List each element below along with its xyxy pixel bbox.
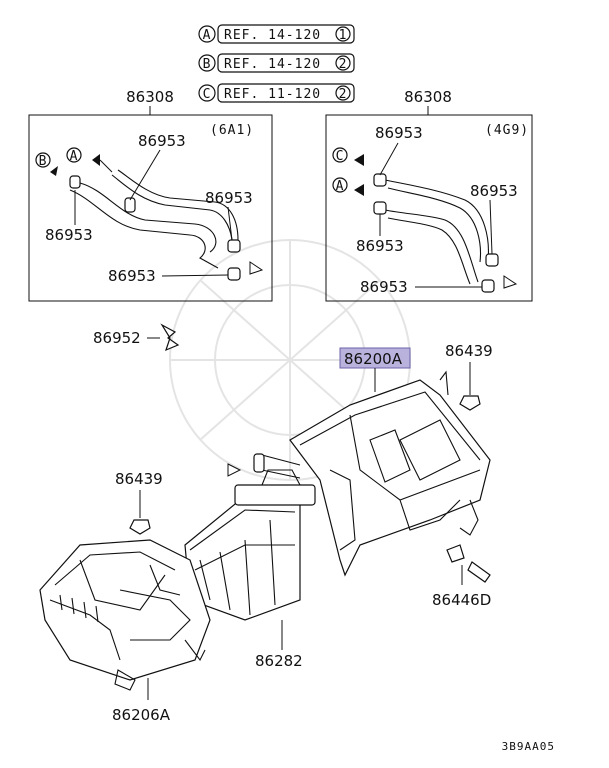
right-marker-a: [332, 177, 348, 193]
part-86439-top: 86439: [445, 342, 493, 411]
part-86282: 86282: [184, 469, 316, 670]
right-box-engine: (4G9): [485, 123, 529, 138]
diagram-code: 3B9AA05: [502, 740, 555, 753]
ref-line-a: A REF. 14-120 1: [198, 24, 355, 44]
ref-b-num: 2: [339, 57, 348, 72]
left-marker-a: [66, 147, 82, 163]
svg-text:A: A: [336, 179, 345, 194]
svg-text:86206A: 86206A: [112, 706, 171, 724]
svg-text:86446D: 86446D: [432, 591, 491, 609]
part-86206A: 86206A: [39, 539, 211, 724]
right-marker-c: [332, 147, 348, 163]
part-86200A: 86200A: [227, 347, 491, 577]
svg-text:86439: 86439: [115, 470, 163, 488]
svg-text:86952: 86952: [93, 329, 141, 347]
left-box-title: 86308: [126, 88, 174, 106]
part-86439-left: 86439: [115, 470, 163, 535]
svg-text:86439: 86439: [445, 342, 493, 360]
ref-b-letter: B: [203, 57, 212, 72]
left-marker-b: [35, 152, 51, 168]
ref-a-num: 1: [339, 28, 348, 43]
right-label-4: 86953: [360, 278, 408, 296]
ref-c-letter: C: [203, 87, 212, 102]
svg-text:C: C: [336, 149, 345, 164]
svg-text:A: A: [70, 149, 79, 164]
ref-b-text: REF. 14-120: [224, 57, 321, 72]
left-box-engine: (6A1): [210, 123, 254, 138]
right-label-3: 86953: [356, 237, 404, 255]
ref-a-letter: A: [203, 28, 212, 43]
ref-c-num: 2: [339, 87, 348, 102]
left-label-3: 86953: [45, 226, 93, 244]
ref-a-text: REF. 14-120: [224, 28, 321, 43]
left-label-1: 86953: [138, 132, 186, 150]
part-86446D: 86446D: [432, 544, 491, 609]
part-86952: 86952: [93, 323, 180, 352]
label-86200A: 86200A: [344, 350, 403, 368]
svg-text:B: B: [39, 154, 48, 169]
left-label-2: 86953: [205, 189, 253, 207]
right-label-2: 86953: [470, 182, 518, 200]
left-clamps: [69, 175, 241, 281]
ref-line-c: C REF. 11-120 2: [198, 83, 355, 103]
ref-line-b: B REF. 14-120 2: [198, 53, 355, 73]
right-hose-box: 86308 (4G9) C A 86953 86953 86953 86953: [325, 88, 533, 302]
svg-text:86282: 86282: [255, 652, 303, 670]
left-label-4: 86953: [108, 267, 156, 285]
right-label-1: 86953: [375, 124, 423, 142]
left-hose-box: 86308 (6A1) B A 86953 86953 86953 86953: [28, 88, 273, 302]
ref-c-text: REF. 11-120: [224, 87, 321, 102]
right-box-title: 86308: [404, 88, 452, 106]
left-hose-1: [69, 189, 219, 269]
